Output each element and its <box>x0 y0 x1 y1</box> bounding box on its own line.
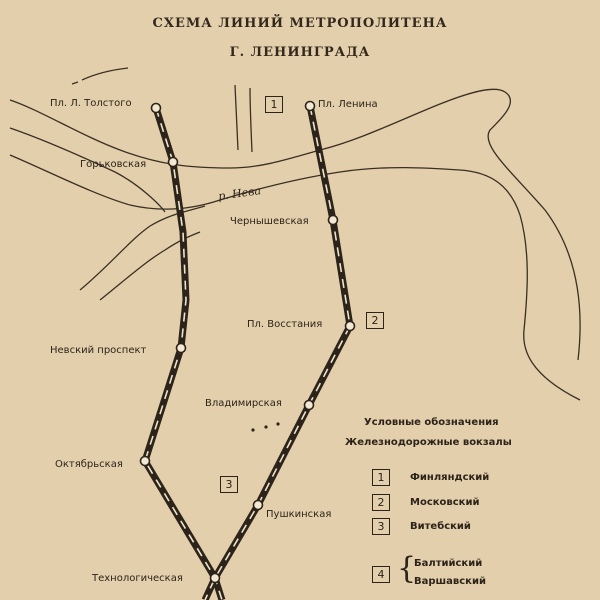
river-branch-west <box>9 127 166 213</box>
coast-fragment-dash <box>71 81 79 85</box>
station-markers <box>139 100 356 584</box>
station-label-lenina: Пл. Ленина <box>318 99 378 110</box>
river-branch-lower <box>99 231 201 301</box>
river-branch-inner <box>79 205 206 291</box>
map-title-line-1: СХЕМА ЛИНИЙ МЕТРОПОЛИТЕНА <box>152 16 448 31</box>
railway-marker-2: 2 <box>366 312 384 329</box>
legend-heading-2: Железнодорожные вокзалы <box>345 437 512 448</box>
legend-name-moskovsky: Московский <box>410 497 480 508</box>
station-label-oktyabrskaya: Октябрьская <box>55 459 123 470</box>
station-dot-nevsky <box>175 342 187 354</box>
station-label-nevsky: Невский проспект <box>50 345 147 356</box>
legend-name-varshavsky: Варшавский <box>414 576 486 587</box>
railway-marker-3: 3 <box>220 476 238 493</box>
station-dot-lenina <box>304 100 316 112</box>
station-dot-tekhnologicheskaya <box>209 572 221 584</box>
map-dots <box>251 422 280 432</box>
legend-name-vitebsky: Витебский <box>410 521 471 532</box>
station-dot-pushkinskaya <box>252 499 264 511</box>
station-label-gorkovskaya: Горьковская <box>80 159 147 170</box>
metro-line-2 <box>201 105 354 600</box>
station-dot-vosstaniya <box>344 320 356 332</box>
legend-box-3: 3 <box>372 518 390 535</box>
line-1-center-dash <box>144 107 223 600</box>
legend-name-baltiysky: Балтийский <box>414 558 483 569</box>
station-dot-oktyabrskaya <box>139 455 151 467</box>
legend-brace: { <box>397 551 417 586</box>
line-2-track <box>201 105 354 600</box>
legend-name-finlyandsky: Финляндский <box>410 472 490 483</box>
canal-1 <box>234 84 239 151</box>
legend-heading-1: Условные обозначения <box>364 417 499 428</box>
station-dot-chernyshevskaya <box>327 214 339 226</box>
river-bank-south <box>9 154 581 401</box>
railway-marker-1: 1 <box>265 96 283 113</box>
canal-2 <box>249 87 253 153</box>
station-dot-vladimirskaya <box>303 399 315 411</box>
station-dot-tolstogo <box>150 102 162 114</box>
station-label-tolstogo: Пл. Л. Толстого <box>50 98 132 109</box>
station-label-vosstaniya: Пл. Восстания <box>247 319 323 330</box>
station-label-vladimirskaya: Владимирская <box>205 398 282 409</box>
legend-box-4: 4 <box>372 566 390 583</box>
legend-box-2: 2 <box>372 494 390 511</box>
station-label-chernyshevskaya: Чернышевская <box>230 216 309 227</box>
coast-fragment <box>81 67 129 81</box>
legend-box-1: 1 <box>372 469 390 486</box>
river-neva <box>9 67 581 401</box>
metro-line-1 <box>141 106 226 600</box>
river-bank-north <box>9 88 581 361</box>
station-label-tekhnologicheskaya: Технологическая <box>92 573 183 584</box>
station-dot-gorkovskaya <box>167 156 179 168</box>
station-label-pushkinskaya: Пушкинская <box>266 509 332 520</box>
map-title-line-2: Г. ЛЕНИНГРАДА <box>229 45 371 60</box>
